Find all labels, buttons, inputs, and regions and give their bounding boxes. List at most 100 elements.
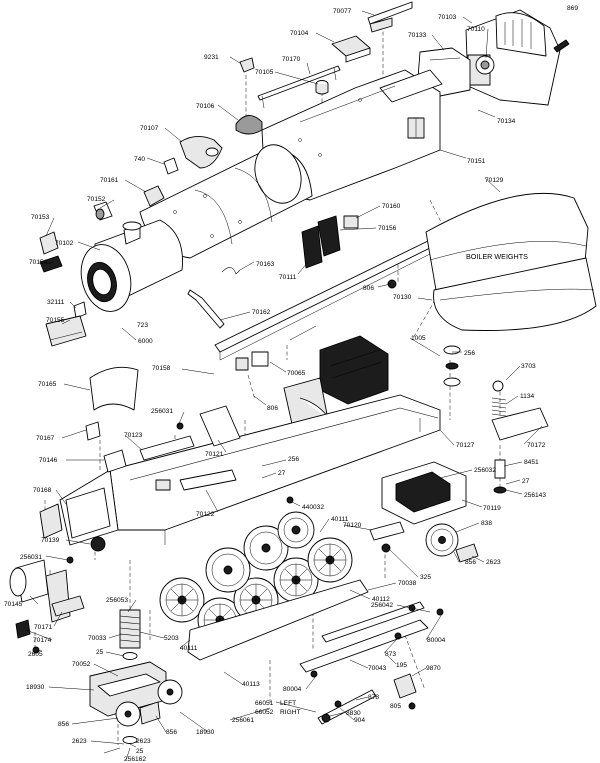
pony-pivot-70120 — [369, 521, 405, 541]
label-70171: 70171 — [34, 624, 53, 631]
label-805: 805 — [390, 703, 401, 710]
label-856-left: 856 — [58, 721, 69, 728]
label-8451: 8451 — [524, 459, 539, 466]
label-2623-left: 2623 — [72, 738, 87, 745]
label-70160: 70160 — [382, 203, 401, 210]
washer-256 — [443, 345, 461, 387]
label-806-upper: 806 — [363, 285, 374, 292]
tender-gear-70065 — [235, 351, 269, 371]
label-70133: 70133 — [408, 32, 427, 39]
label-723: 723 — [137, 322, 148, 329]
label-256032: 256032 — [474, 467, 496, 474]
label-904: 904 — [354, 717, 365, 724]
label-70102: 70102 — [55, 240, 74, 247]
cylinder-block-70168 — [65, 487, 111, 539]
handrail-70170 — [257, 65, 341, 109]
cylinder-70146 — [103, 449, 171, 491]
safety-valve-740 — [163, 157, 179, 175]
label-70161: 70161 — [100, 177, 119, 184]
cab-assembly — [465, 9, 561, 106]
label-440032: 440032 — [302, 504, 324, 511]
label-70163: 70163 — [256, 261, 275, 268]
pin-8451 — [493, 459, 507, 494]
label-70165: 70165 — [38, 381, 57, 388]
label-856-right: 856 — [465, 559, 476, 566]
pipe-70162 — [187, 289, 225, 329]
label-2623-mid: 2623 — [136, 738, 151, 745]
bolt-440032 — [286, 496, 294, 504]
label-left: LEFT — [280, 700, 296, 707]
label-66052: 66052 — [255, 709, 274, 716]
buffer-32111 — [73, 301, 87, 319]
pony-wheel-838 — [425, 523, 459, 557]
label-boiler-weights: BOILER WEIGHTS — [466, 252, 528, 261]
label-256-upper: 256 — [464, 350, 475, 357]
label-878: 878 — [368, 694, 379, 701]
bracket-70121 — [199, 405, 241, 447]
label-256031-upper: 256031 — [151, 408, 173, 415]
tender-cylinder-70139 — [90, 536, 106, 552]
label-70110: 70110 — [467, 26, 485, 33]
label-70107: 70107 — [140, 125, 159, 132]
connecting-rods — [299, 601, 429, 673]
label-40113: 40113 — [242, 681, 260, 688]
label-66051: 66051 — [255, 700, 274, 707]
label-325: 325 — [420, 574, 431, 581]
label-70139: 70139 — [41, 537, 60, 544]
label-27-mid: 27 — [278, 470, 286, 477]
label-70152: 70152 — [87, 196, 106, 203]
handrail-70077 — [367, 1, 413, 33]
label-6000: 6000 — [138, 338, 153, 345]
label-8830: 8830 — [346, 710, 361, 717]
pony-truck-70119 — [381, 461, 467, 525]
label-869: 869 — [567, 5, 578, 12]
coupling-70154 — [39, 255, 63, 273]
valve-gear-70111 — [301, 215, 359, 269]
washers-lower — [122, 652, 138, 744]
bogie-plate-856 — [139, 701, 161, 725]
label-9231: 9231 — [204, 54, 219, 61]
screw-806a — [387, 279, 397, 289]
label-70105: 70105 — [255, 69, 274, 76]
bracket-70172 — [491, 407, 549, 441]
label-70130: 70130 — [393, 294, 412, 301]
keeper-plate-40113 — [187, 579, 369, 661]
label-70119: 70119 — [483, 505, 501, 512]
label-70151: 70151 — [467, 158, 486, 165]
label-1005: 1005 — [411, 335, 426, 342]
spring-5203 — [119, 609, 141, 649]
screw-325 — [381, 543, 391, 553]
lubricator-70152 — [93, 201, 113, 221]
part-number-labels: 70077 70103 869 70104 70110 70133 9231 7… — [4, 5, 578, 763]
lamp-bracket-70153 — [39, 231, 59, 255]
label-70167: 70167 — [36, 435, 55, 442]
plate-2623a — [455, 543, 479, 563]
label-256031-lower: 256031 — [20, 554, 42, 561]
boiler-barrel — [139, 144, 313, 259]
screw-904 — [334, 700, 342, 708]
chimney-70105 — [315, 80, 329, 95]
label-256042: 256042 — [371, 602, 393, 609]
boiler-weights-70130 — [433, 257, 597, 331]
clack-box-70161 — [143, 185, 165, 207]
label-70155: 70155 — [46, 317, 65, 324]
label-70106: 70106 — [196, 103, 215, 110]
label-70154: 70154 — [29, 259, 48, 266]
label-70158: 70158 — [152, 365, 171, 372]
label-9870: 9870 — [426, 665, 441, 672]
bogie-frame-70052 — [89, 661, 167, 717]
label-40112: 40112 — [372, 596, 390, 603]
label-25-upper: 25 — [96, 649, 104, 656]
label-70168: 70168 — [33, 487, 52, 494]
crosshead-70171 — [51, 595, 85, 617]
label-806-lower: 806 — [267, 405, 278, 412]
label-25-lower: 25 — [136, 748, 144, 755]
label-70129: 70129 — [485, 177, 504, 184]
label-70153: 70153 — [31, 214, 50, 221]
label-3703: 3703 — [521, 363, 536, 370]
label-70145: 70145 — [4, 601, 23, 608]
bogie-wheels-18930 — [115, 679, 183, 727]
label-70038: 70038 — [398, 580, 417, 587]
leader-lines — [25, 10, 543, 761]
